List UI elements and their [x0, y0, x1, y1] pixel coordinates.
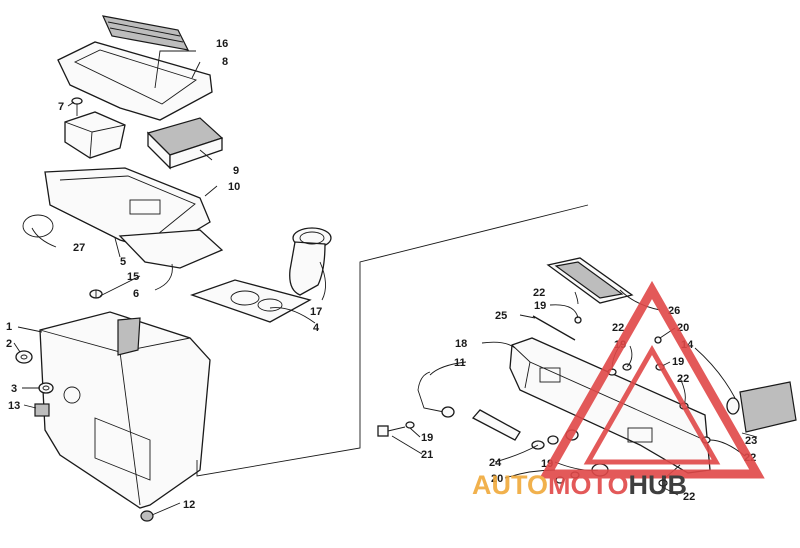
- part-grommet-3: [38, 382, 54, 394]
- callout-13: 13: [8, 400, 20, 412]
- callout-19d: 19: [672, 356, 684, 368]
- callout-5: 5: [120, 256, 126, 268]
- callout-21: 21: [421, 449, 433, 461]
- part-airbox-lid: [57, 41, 213, 121]
- callout-22b: 22: [612, 322, 624, 334]
- callout-18: 18: [455, 338, 467, 350]
- watermark-triangle-inner: [583, 344, 721, 465]
- callout-11: 11: [454, 357, 466, 369]
- callout-24: 24: [489, 457, 502, 469]
- watermark-part-moto: MOTO: [548, 470, 629, 500]
- callout-8: 8: [222, 56, 228, 68]
- callout-22c: 22: [677, 373, 689, 385]
- part-bolt: [377, 425, 406, 437]
- callout-17: 17: [310, 306, 322, 318]
- part-filter-screen: [101, 15, 190, 51]
- callout-25: 25: [495, 310, 507, 322]
- watermark: AUTOMOTOHUB: [472, 280, 765, 500]
- callout-6: 6: [133, 288, 139, 300]
- part-filter-element: [146, 117, 224, 170]
- part-screw: [71, 97, 83, 116]
- callout-9: 9: [233, 165, 239, 177]
- callout-20b: 20: [491, 473, 503, 485]
- part-clamp: [22, 214, 54, 238]
- part-foot-12: [140, 510, 154, 522]
- part-wire-link: [417, 371, 445, 413]
- callout-2: 2: [6, 338, 12, 350]
- callout-12: 12: [183, 499, 195, 511]
- callout-labels: 16 8 7 9 10 27 5 15 6 17 4 1 2 3 13 12 1…: [6, 38, 757, 511]
- part-sensor-module: [64, 111, 126, 159]
- part-pad: [726, 381, 797, 433]
- callout-19b: 19: [534, 300, 546, 312]
- watermark-part-auto: AUTO: [472, 470, 548, 500]
- callout-19a: 19: [421, 432, 433, 444]
- callout-1: 1: [6, 321, 12, 333]
- part-rod: [532, 315, 576, 341]
- callout-23: 23: [745, 435, 757, 447]
- callout-16: 16: [216, 38, 228, 50]
- callout-22e: 22: [683, 491, 695, 503]
- part-lower-plate: [118, 229, 224, 269]
- part-fastener: [89, 289, 103, 299]
- connector-line: [196, 204, 589, 477]
- callout-27: 27: [73, 242, 85, 254]
- part-grommet-2: [15, 350, 33, 364]
- part-airbox: [39, 311, 211, 509]
- part-bracket: [471, 409, 521, 441]
- callout-22a: 22: [533, 287, 545, 299]
- part-clip-13: [34, 403, 50, 417]
- callout-10: 10: [228, 181, 240, 193]
- watermark-part-hub: HUB: [629, 470, 688, 500]
- callout-15: 15: [127, 271, 139, 283]
- watermark-triangle-outer: [539, 280, 765, 479]
- watermark-logo-text: AUTOMOTOHUB: [472, 470, 687, 500]
- part-top-plate: [546, 257, 634, 304]
- part-intake-boot: [289, 227, 332, 296]
- callout-4: 4: [313, 322, 320, 334]
- part-gasket: [190, 279, 312, 323]
- callout-26: 26: [668, 305, 680, 317]
- callout-7: 7: [58, 101, 64, 113]
- callout-3: 3: [11, 383, 17, 395]
